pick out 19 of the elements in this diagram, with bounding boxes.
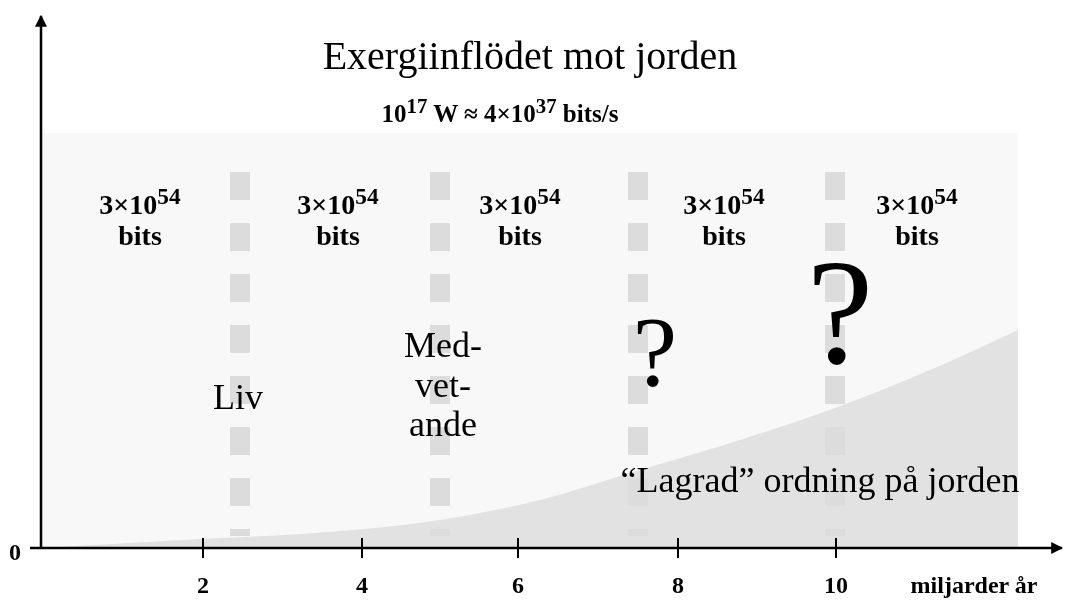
question-mark: ? (632, 297, 678, 407)
axis-tick-label: 10 (824, 571, 848, 599)
axis-tick-label: 4 (356, 571, 368, 599)
question-mark: ? (806, 229, 874, 395)
axis-tick-label: 8 (672, 571, 684, 599)
quantity-label: 3×10$^{54}$ bits (98, 184, 182, 252)
axis-tick-label: 2 (197, 571, 209, 599)
quantity-label: 3×10$^{54}$ bits (682, 184, 766, 252)
axis-tick-label: 6 (512, 571, 524, 599)
quantity-label: 3×10$^{54}$ bits (478, 184, 562, 252)
axis-title: miljarder år (910, 571, 1038, 599)
stored-order-label: “Lagrad” ordning på jorden (620, 461, 1020, 501)
axis-tick-label: 0 (9, 538, 21, 566)
subtitle: 10$^{17}$ W ≈ 4×10$^{37}$ bits/s (381, 94, 619, 128)
quantity-label: 3×10$^{54}$ bits (296, 184, 380, 252)
era-label: Med- vet- ande (403, 325, 483, 445)
quantity-label: 3×10$^{54}$ bits (875, 184, 959, 252)
era-label: Liv (213, 378, 263, 418)
title: Exergiinflödet mot jorden (322, 34, 738, 78)
